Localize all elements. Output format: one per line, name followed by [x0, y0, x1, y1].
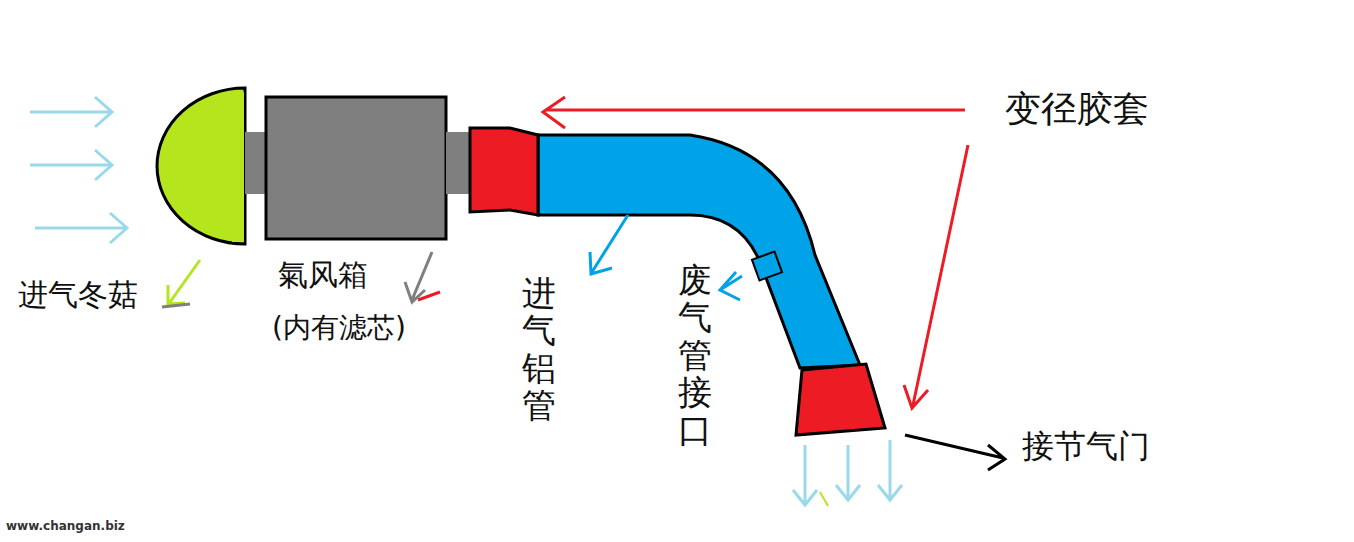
- reducer-sleeve: [796, 364, 885, 435]
- shaft: [245, 132, 267, 194]
- leader-line: [162, 304, 190, 307]
- part-label: 接节气门: [1022, 428, 1150, 465]
- part-label: 氣风箱: [278, 258, 368, 293]
- part-label: 进气冬菇: [18, 278, 138, 313]
- air-box: [266, 97, 446, 239]
- part-label: 进气铝管: [522, 275, 556, 425]
- intake-mushroom: [157, 88, 245, 244]
- watermark: www.changan.biz: [6, 520, 125, 534]
- part-label: 废气管接口: [678, 262, 712, 449]
- part-note: (内有滤芯): [272, 312, 406, 344]
- part-label: 变径胶套: [1005, 88, 1149, 129]
- shaft: [446, 132, 472, 194]
- mushroom-rim: [232, 92, 244, 242]
- leader-arrow: [405, 252, 432, 302]
- exhaust-port: [752, 252, 782, 281]
- reducer-sleeve: [470, 128, 538, 215]
- leader-arrow: [905, 435, 1005, 470]
- leader-arrow: [720, 272, 742, 300]
- leader-arrow: [590, 215, 628, 274]
- mark: [820, 492, 828, 506]
- leader-arrow: [168, 260, 200, 304]
